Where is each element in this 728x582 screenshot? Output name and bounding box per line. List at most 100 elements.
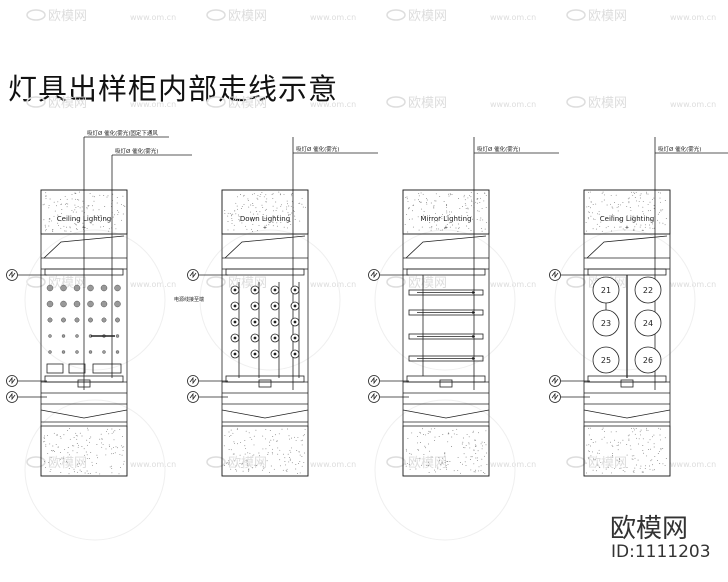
hatch-dot xyxy=(265,438,266,440)
hatch-dot xyxy=(591,451,593,453)
hatch-dot xyxy=(416,435,418,437)
hatch-dot xyxy=(485,206,487,208)
hatch-dot xyxy=(231,214,233,216)
hatch-dot xyxy=(45,230,47,232)
hatch-dot xyxy=(471,456,473,458)
hatch-dot xyxy=(265,448,267,450)
hatch-dot xyxy=(626,467,628,469)
hatch-dot xyxy=(266,208,267,210)
hatch-dot xyxy=(433,205,435,207)
hatch-dot xyxy=(590,207,591,209)
hatch-dot xyxy=(100,226,102,228)
hatch-dot xyxy=(658,427,660,429)
hatch-dot xyxy=(110,218,112,220)
hatch-dot xyxy=(480,197,481,199)
hatch-dot xyxy=(612,455,614,456)
hatch-dot xyxy=(474,471,476,473)
hatch-dot xyxy=(103,217,105,219)
lighting-label: Ceiling Lighting xyxy=(600,215,654,223)
hatch-dot xyxy=(230,429,232,431)
base-block xyxy=(221,425,309,477)
hatch-dot xyxy=(119,428,121,430)
hatch-dot xyxy=(291,462,293,464)
hatch-dot xyxy=(51,450,53,452)
watermark-tile: 欧模网 xyxy=(48,276,87,291)
hatch-dot xyxy=(243,194,245,196)
hatch-dot xyxy=(275,210,277,212)
hatch-dot xyxy=(61,457,63,459)
hatch-dot xyxy=(649,209,651,211)
hatch-dot xyxy=(299,202,301,204)
hatch-dot xyxy=(235,469,237,470)
hatch-dot xyxy=(605,468,607,470)
hatch-dot xyxy=(405,463,407,465)
hatch-dot xyxy=(54,461,56,463)
hatch-dot xyxy=(659,197,661,199)
hatch-dot xyxy=(75,434,77,436)
hatch-dot xyxy=(589,211,590,213)
ceiling-dot xyxy=(114,300,121,308)
hatch-dot xyxy=(646,191,648,193)
hatch-dot xyxy=(270,465,272,467)
hatch-dot xyxy=(109,466,111,468)
hatch-dot xyxy=(240,208,242,210)
hatch-dot xyxy=(56,434,58,436)
hatch-dot xyxy=(66,226,68,228)
hatch-dot xyxy=(293,211,295,213)
hatch-dot xyxy=(419,457,421,459)
hatch-dot xyxy=(226,463,228,465)
hatch-dot xyxy=(660,448,662,450)
hatch-dot xyxy=(237,443,239,445)
hatch-dot xyxy=(462,441,464,443)
hatch-dot xyxy=(640,193,642,195)
hatch-dot xyxy=(631,455,633,457)
callout-text: 吸灯Ø 催化(雾光) xyxy=(477,145,520,153)
hatch-dot xyxy=(75,432,77,434)
hatch-dot xyxy=(481,448,483,450)
ground-glyph xyxy=(551,392,559,401)
bar-connector xyxy=(471,291,475,294)
hatch-dot xyxy=(269,471,270,473)
hatch-dot xyxy=(642,229,644,231)
hatch-dot xyxy=(662,463,664,465)
hatch-dot xyxy=(592,469,594,471)
hatch-dot xyxy=(585,222,587,224)
ground-symbol xyxy=(6,269,18,281)
hatch-dot xyxy=(430,202,432,204)
hatch-dot xyxy=(243,195,245,197)
hatch-dot xyxy=(632,229,634,231)
hatch-dot xyxy=(86,208,88,210)
hatch-dot xyxy=(45,444,47,446)
hatch-dot xyxy=(482,472,484,473)
hatch-dot xyxy=(440,229,442,231)
hatch-dot xyxy=(617,206,619,208)
hatch-dot xyxy=(256,197,258,199)
hatch-dot xyxy=(117,213,119,215)
hatch-dot xyxy=(261,204,263,206)
hatch-dot xyxy=(114,452,116,454)
hatch-dot xyxy=(428,443,429,445)
hatch-dot xyxy=(301,203,303,205)
ceiling-dot xyxy=(60,300,67,308)
hatch-dot xyxy=(279,465,281,467)
hatch-dot xyxy=(298,451,300,453)
hatch-dot xyxy=(74,209,76,211)
hatch-dot xyxy=(478,432,480,434)
hatch-dot xyxy=(291,195,293,197)
hatch-dot xyxy=(595,470,597,472)
hatch-dot xyxy=(617,444,619,446)
hatch-dot xyxy=(119,453,121,455)
hatch-dot xyxy=(620,442,622,444)
hatch-dot xyxy=(247,200,249,201)
hatch-dot xyxy=(649,439,651,441)
hatch-dot xyxy=(649,224,651,226)
hatch-dot xyxy=(633,215,635,217)
hatch-dot xyxy=(423,434,424,436)
hatch-dot xyxy=(303,434,305,436)
hatch-dot xyxy=(483,200,485,202)
ground-glyph xyxy=(370,392,378,401)
hatch-dot xyxy=(464,461,466,463)
hatch-dot xyxy=(652,464,654,466)
hatch-dot xyxy=(631,458,633,460)
